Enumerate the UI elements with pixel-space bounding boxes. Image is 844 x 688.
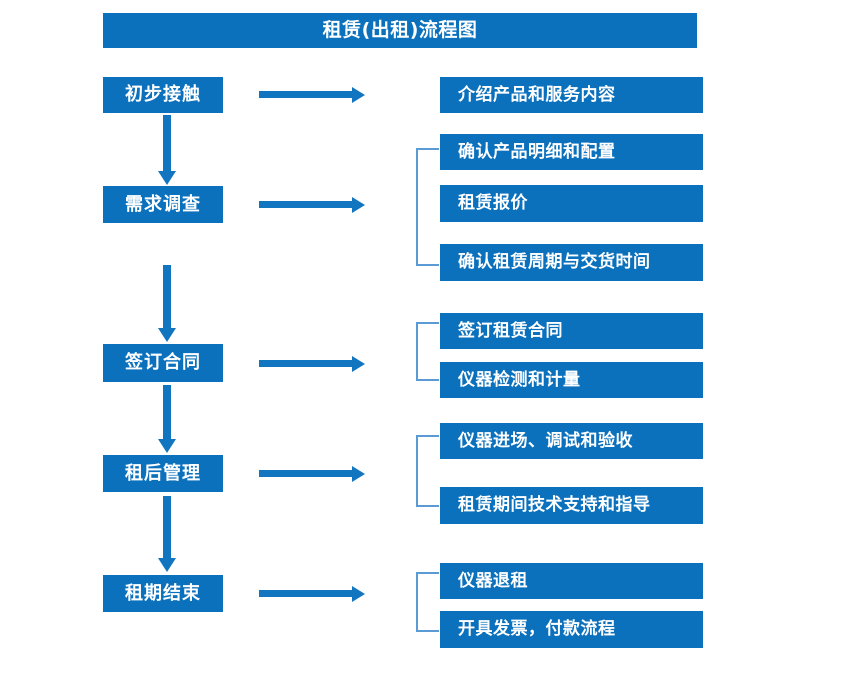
stage-box-3[interactable]: 签订合同 xyxy=(103,344,223,382)
detail-label-3: 租赁报价 xyxy=(458,193,528,213)
vertical-arrow-icon-3 xyxy=(156,385,178,453)
detail-box-6[interactable]: 仪器检测和计量 xyxy=(440,362,703,398)
detail-label-5: 签订租赁合同 xyxy=(458,320,563,341)
detail-box-1[interactable]: 介绍产品和服务内容 xyxy=(440,77,703,113)
detail-label-1: 介绍产品和服务内容 xyxy=(458,84,616,105)
group-bracket-icon-4 xyxy=(415,572,439,632)
diagram-title: 租赁(出租)流程图 xyxy=(322,19,478,41)
detail-box-8[interactable]: 租赁期间技术支持和指导 xyxy=(440,487,703,524)
detail-box-4[interactable]: 确认租赁周期与交货时间 xyxy=(440,244,703,281)
group-bracket-icon-1 xyxy=(415,148,439,266)
detail-label-9: 仪器退租 xyxy=(458,570,528,591)
stage-box-4[interactable]: 租后管理 xyxy=(103,455,223,492)
horizontal-arrow-icon-5 xyxy=(259,584,365,604)
detail-box-7[interactable]: 仪器进场、调试和验收 xyxy=(440,423,703,459)
horizontal-arrow-icon-2 xyxy=(259,195,365,215)
stage-label-2: 需求调查 xyxy=(125,193,201,215)
detail-label-4: 确认租赁周期与交货时间 xyxy=(458,252,651,272)
horizontal-arrow-icon-3 xyxy=(259,354,365,374)
stage-box-1[interactable]: 初步接触 xyxy=(103,77,223,113)
group-bracket-icon-2 xyxy=(415,322,439,381)
horizontal-arrow-icon-4 xyxy=(259,464,365,484)
detail-box-10[interactable]: 开具发票，付款流程 xyxy=(440,611,703,648)
diagram-title-banner: 租赁(出租)流程图 xyxy=(103,13,697,48)
detail-label-6: 仪器检测和计量 xyxy=(458,369,581,390)
stage-label-1: 初步接触 xyxy=(125,84,201,105)
group-bracket-icon-3 xyxy=(415,435,439,507)
detail-box-2[interactable]: 确认产品明细和配置 xyxy=(440,134,703,170)
detail-box-9[interactable]: 仪器退租 xyxy=(440,563,703,599)
detail-label-10: 开具发票，付款流程 xyxy=(458,619,616,639)
vertical-arrow-icon-4 xyxy=(156,496,178,572)
detail-box-3[interactable]: 租赁报价 xyxy=(440,185,703,222)
detail-label-7: 仪器进场、调试和验收 xyxy=(458,430,633,451)
detail-label-8: 租赁期间技术支持和指导 xyxy=(458,495,651,515)
detail-label-2: 确认产品明细和配置 xyxy=(458,141,616,162)
vertical-arrow-icon-1 xyxy=(156,115,178,185)
stage-label-3: 签订合同 xyxy=(125,352,201,373)
stage-box-5[interactable]: 租期结束 xyxy=(103,575,223,612)
detail-box-5[interactable]: 签订租赁合同 xyxy=(440,313,703,349)
stage-box-2[interactable]: 需求调查 xyxy=(103,186,223,223)
stage-label-5: 租期结束 xyxy=(125,582,201,604)
horizontal-arrow-icon-1 xyxy=(259,85,365,105)
vertical-arrow-icon-2 xyxy=(156,265,178,342)
stage-label-4: 租后管理 xyxy=(125,462,201,484)
